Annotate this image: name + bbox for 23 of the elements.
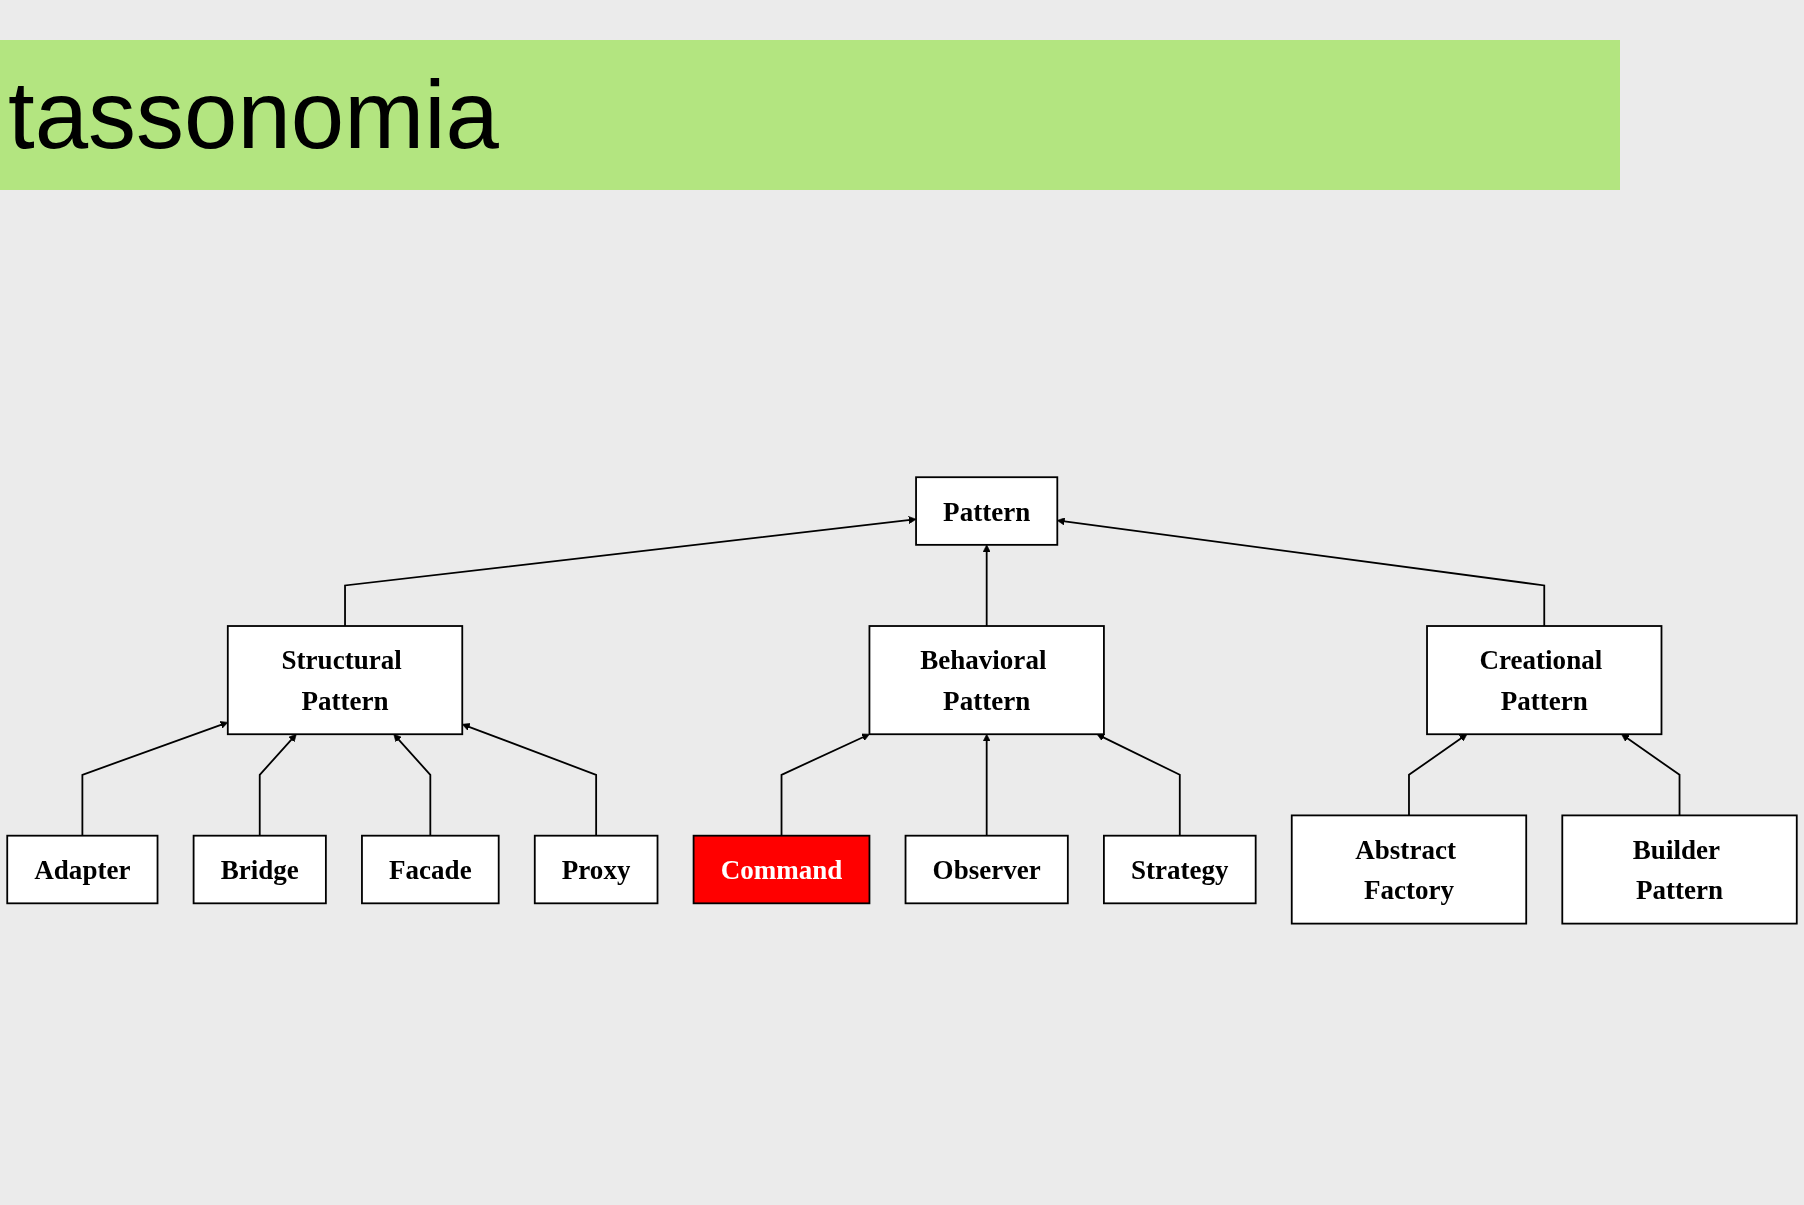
node-box: Command <box>692 834 871 904</box>
node-box: Strategy <box>1103 834 1257 904</box>
node-box: Facade <box>361 834 500 904</box>
arrow <box>344 515 917 627</box>
arrow <box>780 733 870 837</box>
node-box: Abstract Factory <box>1290 814 1528 925</box>
arrow <box>982 733 991 837</box>
arrow <box>393 733 432 837</box>
node-box: Builder Pattern <box>1561 814 1798 925</box>
node-box: Structural Pattern <box>226 624 464 735</box>
arrow <box>1621 733 1681 816</box>
arrow <box>982 544 991 627</box>
arrow <box>1408 733 1468 816</box>
node-box: Adapter <box>6 834 159 904</box>
node-box: Observer <box>904 834 1069 904</box>
node-box: Creational Pattern <box>1426 624 1663 735</box>
node-box: Behavioral Pattern <box>868 624 1105 735</box>
node-box: Bridge <box>192 834 327 904</box>
arrow <box>1096 733 1181 837</box>
slide-title: tassonomia <box>0 40 1620 190</box>
arrow <box>258 733 297 837</box>
node-box: Pattern <box>915 475 1059 546</box>
node-box: Proxy <box>533 834 659 904</box>
